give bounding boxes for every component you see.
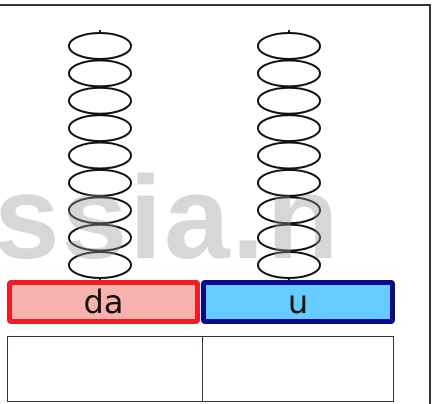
bead bbox=[257, 196, 321, 225]
bead bbox=[68, 86, 132, 115]
bead bbox=[68, 141, 132, 170]
bead bbox=[257, 86, 321, 115]
label-tens-text: da bbox=[83, 283, 124, 321]
bead bbox=[68, 223, 132, 252]
bead bbox=[257, 141, 321, 170]
label-units: u bbox=[201, 280, 395, 324]
bead bbox=[257, 223, 321, 252]
bead bbox=[68, 114, 132, 143]
label-units-text: u bbox=[287, 283, 309, 321]
answer-box-units[interactable] bbox=[202, 336, 394, 402]
bead bbox=[257, 114, 321, 143]
worksheet-frame bbox=[0, 4, 431, 404]
bead bbox=[68, 32, 132, 60]
bead bbox=[68, 168, 132, 197]
bead bbox=[257, 168, 321, 197]
beads-u bbox=[257, 32, 321, 279]
bead bbox=[257, 59, 321, 88]
bead bbox=[257, 32, 321, 60]
beads-da bbox=[68, 32, 132, 279]
bead bbox=[257, 251, 321, 279]
bead bbox=[68, 196, 132, 225]
bead bbox=[68, 251, 132, 279]
bead bbox=[68, 59, 132, 88]
label-tens: da bbox=[7, 280, 200, 324]
answer-box-tens[interactable] bbox=[7, 336, 203, 402]
